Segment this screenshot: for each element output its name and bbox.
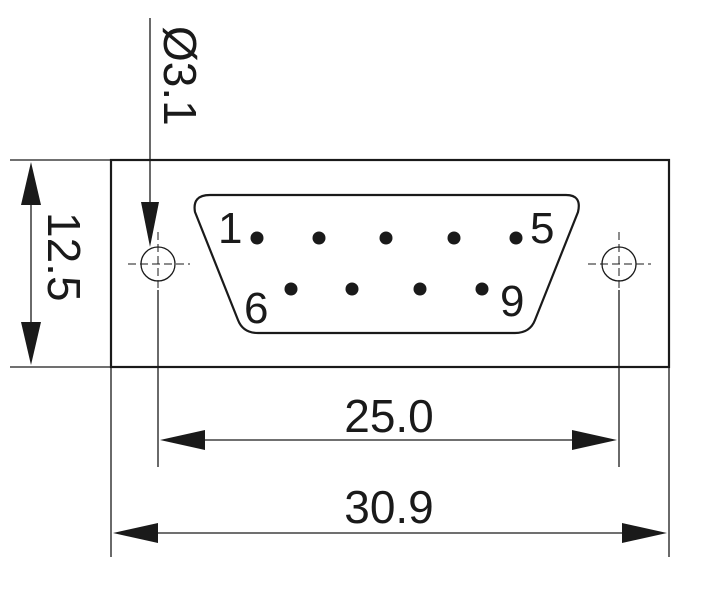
pin-label-9: 9: [500, 277, 524, 326]
height-label: 12.5: [38, 212, 90, 302]
pin-2: [312, 231, 326, 245]
pin-3: [379, 231, 393, 245]
pin-label-5: 5: [530, 204, 554, 253]
overall-width-dimension: [110, 367, 670, 557]
hole-diameter-label: Ø3.1: [154, 26, 206, 126]
height-dimension: [10, 159, 111, 368]
d-shell-outline: [193, 193, 580, 335]
hole-spacing-dimension: [157, 290, 620, 467]
pin-4: [447, 231, 461, 245]
overall-width-label: 30.9: [344, 481, 434, 533]
pin-label-1: 1: [218, 204, 242, 253]
pin-label-6: 6: [244, 284, 268, 333]
pin-9: [475, 282, 489, 296]
pin-row-2: [284, 282, 489, 296]
mounting-hole-right: [588, 232, 651, 296]
pin-6: [284, 282, 298, 296]
pin-7: [345, 282, 359, 296]
pin-8: [413, 282, 427, 296]
pin-5: [509, 231, 523, 245]
pin-row-1: [250, 231, 523, 245]
hole-spacing-label: 25.0: [344, 390, 434, 442]
pin-1: [250, 231, 264, 245]
mounting-hole-left: [128, 232, 190, 296]
flange-outline: [109, 158, 671, 369]
hole-diameter-leader: [141, 18, 159, 247]
